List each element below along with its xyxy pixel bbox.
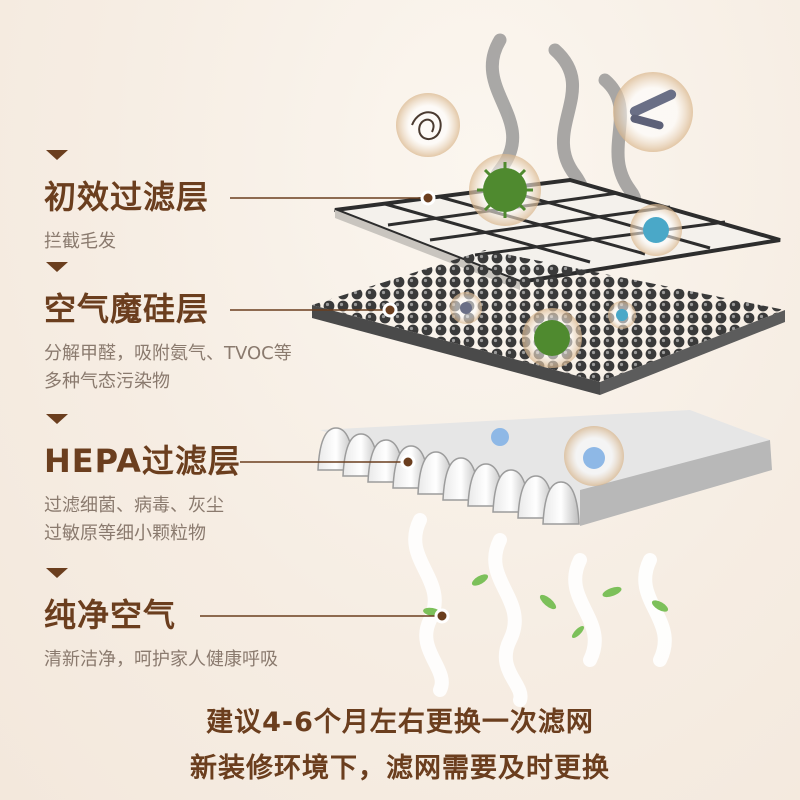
layer-desc: 分解甲醛，吸附氨气、TVOC等 多种气态污染物 [44,343,292,392]
hepa-filter-folds [317,410,772,526]
pollen-icon [608,301,636,329]
triangle-marker-icon [46,414,68,424]
renovation-advice: 新装修环境下，滤网需要及时更换 [190,753,610,784]
bacteria-bubble-icon [450,292,482,324]
layer-title: HEPA过滤层 [44,442,241,480]
layer-title: 纯净空气 [44,596,177,634]
virus-icon [522,308,582,368]
triangle-marker-icon [46,150,68,160]
layer-desc: 拦截毛发 [44,231,116,252]
layer-title: 空气魔硅层 [44,290,210,328]
layer-primary-filter: 初效过滤层 拦截毛发 [44,150,209,256]
layer-clean-air: 纯净空气 清新洁净，呵护家人健康呼吸 [44,568,278,674]
layer-desc: 清新洁净，呵护家人健康呼吸 [44,649,278,670]
pollen-icon [630,204,682,256]
bacteria-bubble-icon [613,72,693,152]
leaf-icon [423,574,669,639]
replacement-advice: 建议4-6个月左右更换一次滤网 [206,707,594,738]
dust-mite-icon [491,426,624,486]
layer-title: 初效过滤层 [44,178,210,216]
triangle-marker-icon [46,262,68,272]
layer-silicon: 空气魔硅层 分解甲醛，吸附氨气、TVOC等 多种气态污染物 [44,262,292,396]
clean-air [408,513,672,707]
leader-lines [200,197,440,617]
triangle-marker-icon [46,568,68,578]
hair-bubble-icon [396,93,460,157]
virus-icon [469,154,541,226]
layer-hepa: HEPA过滤层 过滤细菌、病毒、灰尘 过敏原等细小颗粒物 [44,414,241,548]
layer-desc: 过滤细菌、病毒、灰尘 过敏原等细小颗粒物 [44,495,224,544]
